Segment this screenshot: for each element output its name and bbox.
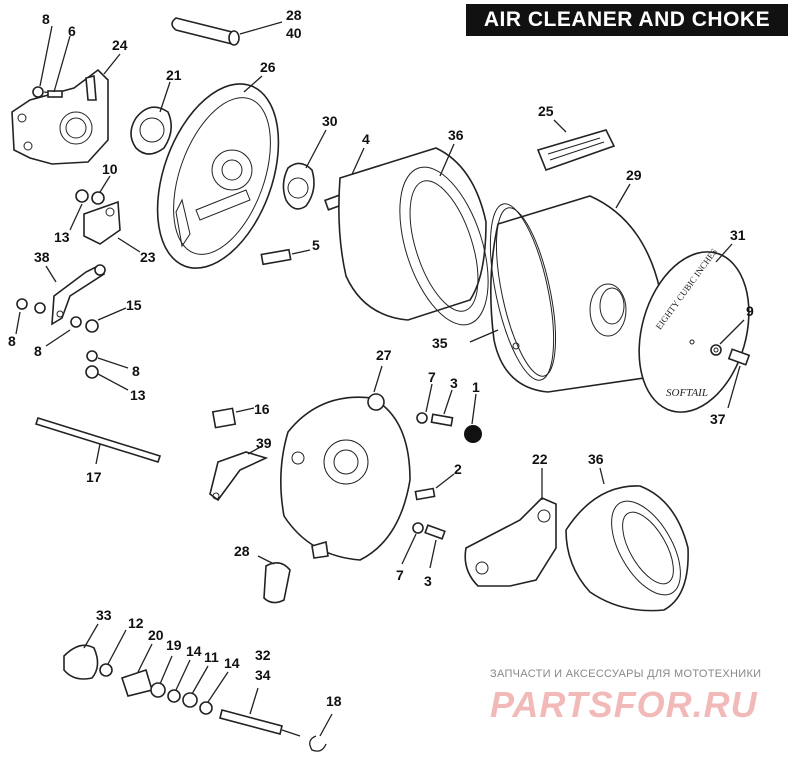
washer-screw-part-9-37 (710, 319, 751, 409)
callout-5: 5 (312, 237, 320, 253)
callout-26: 26 (260, 59, 276, 75)
callout-19: 19 (166, 637, 182, 653)
callout-34: 34 (255, 667, 271, 683)
callout-8b: 8 (8, 333, 16, 349)
callout-25: 25 (538, 103, 554, 119)
callout-18: 18 (326, 693, 342, 709)
filter-element-part-36-lower (565, 467, 689, 612)
callout-11: 11 (204, 649, 219, 665)
clip-part-16 (211, 407, 255, 429)
callout-8d: 8 (132, 363, 140, 379)
decal-part-25 (536, 119, 616, 172)
callout-8: 8 (42, 11, 50, 27)
cover-housing-part-29 (490, 183, 662, 393)
backplate-part-26 (156, 75, 280, 269)
callout-28b: 28 (234, 543, 250, 559)
callout-37: 37 (710, 411, 726, 427)
callout-15: 15 (126, 297, 142, 313)
callout-7b: 7 (396, 567, 404, 583)
callout-12: 12 (128, 615, 144, 631)
callout-14: 14 (186, 643, 202, 659)
callout-31: 31 (730, 227, 746, 243)
callout-13b: 13 (130, 387, 146, 403)
hose-part-28-lower (257, 555, 291, 604)
rod-part-17 (34, 417, 162, 465)
callout-13: 13 (54, 229, 70, 245)
callout-32: 32 (255, 647, 271, 663)
screw-part-8-6 (32, 25, 97, 101)
callout-labels: 8 6 24 28 40 21 26 30 4 36 25 29 31 9 37… (8, 7, 754, 709)
callout-23: 23 (140, 249, 156, 265)
diagram-title: AIR CLEANER AND CHOKE (466, 4, 788, 36)
callout-40: 40 (286, 25, 302, 41)
backplate-part-27 (280, 365, 411, 561)
clip-part-18 (309, 713, 333, 752)
callout-7: 7 (428, 369, 436, 385)
arm-part-38 (15, 264, 129, 391)
callout-6: 6 (68, 23, 76, 39)
callout-35: 35 (432, 335, 448, 351)
callout-8c: 8 (34, 343, 42, 359)
callout-14b: 14 (224, 655, 240, 671)
bracket-part-24 (11, 53, 121, 165)
bracket-part-39 (209, 445, 269, 502)
callout-22: 22 (532, 451, 548, 467)
choke-knob-assembly (63, 623, 229, 715)
watermark-logo: PARTSFOR.RU (490, 684, 758, 725)
callout-38: 38 (34, 249, 50, 265)
callout-39: 39 (256, 435, 272, 451)
gasket-part-30 (282, 129, 327, 210)
mount-part-10-13-23 (69, 175, 141, 253)
callout-4: 4 (362, 131, 370, 147)
filter-element-part-36 (338, 143, 489, 326)
screw-part-5 (260, 248, 311, 266)
callout-29: 29 (626, 167, 642, 183)
tube-part-28-40 (171, 17, 283, 46)
callout-16: 16 (254, 401, 270, 417)
callout-2: 2 (454, 461, 462, 477)
callout-3: 3 (450, 375, 458, 391)
callout-30: 30 (322, 113, 338, 129)
cable-housing-part-32-34 (219, 687, 301, 737)
callout-33: 33 (96, 607, 112, 623)
callout-9: 9 (746, 303, 754, 319)
callout-20: 20 (148, 627, 164, 643)
cover-text-line2: SOFTAIL (666, 387, 708, 399)
callout-10: 10 (102, 161, 118, 177)
fasteners-part-7-3-1 (401, 383, 482, 569)
callout-36b: 36 (588, 451, 604, 467)
callout-36: 36 (448, 127, 464, 143)
callout-3b: 3 (424, 573, 432, 589)
plate-part-22 (464, 468, 557, 587)
callout-21: 21 (166, 67, 182, 83)
callout-1: 1 (472, 379, 480, 395)
seal-ring-part-35 (469, 203, 557, 381)
callout-28: 28 (286, 7, 302, 23)
gasket-part-21 (130, 81, 172, 155)
callout-27: 27 (376, 347, 392, 363)
callout-17: 17 (86, 469, 102, 485)
callout-24: 24 (112, 37, 128, 53)
watermark-caption: ЗАПЧАСТИ И АКСЕССУАРЫ ДЛЯ МОТОТЕХНИКИ (490, 668, 762, 680)
